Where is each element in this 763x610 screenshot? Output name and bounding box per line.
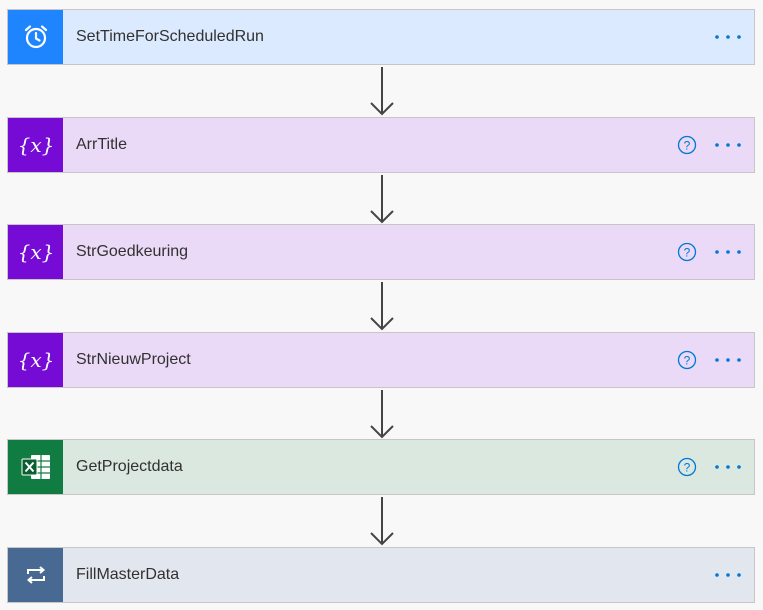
- variable-icon: {x}: [8, 118, 63, 172]
- step-title: FillMasterData: [76, 566, 180, 583]
- flow-step-arrtitle[interactable]: {x} ArrTitle ?: [7, 117, 755, 173]
- connector-arrow: [370, 497, 394, 546]
- help-icon[interactable]: ?: [677, 350, 697, 370]
- more-options-button[interactable]: [713, 350, 743, 370]
- flow-step-strnieuwproject[interactable]: {x} StrNieuwProject ?: [7, 332, 755, 388]
- more-options-button[interactable]: [713, 135, 743, 155]
- step-title: SetTimeForScheduledRun: [76, 28, 264, 45]
- flow-step-getprojectdata[interactable]: GetProjectdata ?: [7, 439, 755, 495]
- svg-text:?: ?: [684, 139, 691, 153]
- connector-arrow: [370, 390, 394, 439]
- more-options-button[interactable]: [713, 27, 743, 47]
- more-options-button[interactable]: [713, 457, 743, 477]
- svg-text:{x}: {x}: [17, 240, 54, 264]
- help-icon[interactable]: ?: [677, 135, 697, 155]
- more-options-button[interactable]: [713, 242, 743, 262]
- flow-step-fillmasterdata[interactable]: FillMasterData: [7, 547, 755, 603]
- connector-arrow: [370, 175, 394, 224]
- step-title: GetProjectdata: [76, 458, 183, 475]
- more-options-button[interactable]: [713, 565, 743, 585]
- svg-text:{x}: {x}: [17, 348, 54, 372]
- variable-icon: {x}: [8, 333, 63, 387]
- help-icon[interactable]: ?: [677, 457, 697, 477]
- step-title: StrGoedkeuring: [76, 243, 189, 260]
- flow-step-strgoedkeuring[interactable]: {x} StrGoedkeuring ?: [7, 224, 755, 280]
- loop-icon: [8, 548, 63, 602]
- svg-text:{x}: {x}: [17, 133, 54, 157]
- step-title: ArrTitle: [76, 136, 127, 153]
- svg-text:?: ?: [684, 461, 691, 475]
- connector-arrow: [370, 282, 394, 331]
- svg-text:?: ?: [684, 354, 691, 368]
- connector-arrow: [370, 67, 394, 116]
- variable-icon: {x}: [8, 225, 63, 279]
- alarm-clock-icon: [8, 10, 63, 64]
- help-icon[interactable]: ?: [677, 242, 697, 262]
- step-title: StrNieuwProject: [76, 351, 191, 368]
- excel-icon: [8, 440, 63, 494]
- flow-step-set-time[interactable]: SetTimeForScheduledRun: [7, 9, 755, 65]
- svg-text:?: ?: [684, 246, 691, 260]
